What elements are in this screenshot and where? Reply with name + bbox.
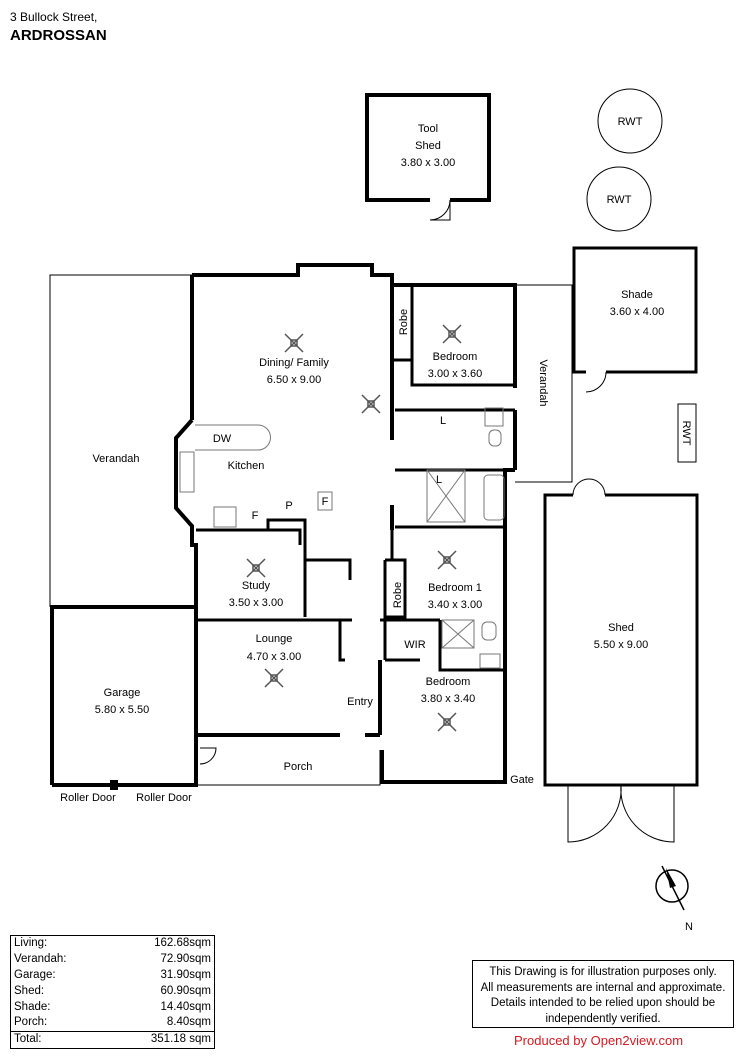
gate-label: Gate xyxy=(510,774,534,786)
credit-text: Produced by Open2view.com xyxy=(514,1033,684,1048)
verandah-left-label: Verandah xyxy=(92,453,139,465)
entry-label: Entry xyxy=(347,696,373,708)
shade-name: Shade xyxy=(621,289,653,301)
porch-outline xyxy=(195,735,381,786)
area-row-porch: Porch:8.40sqm xyxy=(14,1016,211,1029)
study-size: 3.50 x 3.00 xyxy=(229,597,283,609)
rwt-label-2: RWT xyxy=(607,194,632,206)
area-row-living: Living:162.68sqm xyxy=(14,937,211,949)
kitchen-label: Kitchen xyxy=(228,460,265,472)
shed-size: 5.50 x 9.00 xyxy=(594,639,648,651)
porch-label: Porch xyxy=(284,761,313,773)
rwt-tank-2 xyxy=(586,166,652,232)
tool-shed xyxy=(365,93,491,221)
suburb-title: ARDROSSAN xyxy=(10,27,107,44)
verandah-right-label: Verandah xyxy=(537,359,549,406)
area-row-total: Total:351.18 sqm xyxy=(11,1031,214,1048)
wir-label: WIR xyxy=(404,639,425,651)
bedroom1-size: 3.40 x 3.00 xyxy=(428,599,482,611)
laundry-label-2: L xyxy=(436,474,442,486)
robe-label-2: Robe xyxy=(392,582,404,608)
garage-size: 5.80 x 5.50 xyxy=(95,704,149,716)
roller-door-label-2: Roller Door xyxy=(136,792,192,804)
fan-icons xyxy=(246,324,462,732)
bedroom-bottom-size: 3.80 x 3.40 xyxy=(421,693,475,705)
fridge-label-2: F xyxy=(322,496,329,508)
compass-north-label: N xyxy=(685,921,693,933)
roller-door-label-1: Roller Door xyxy=(60,792,116,804)
area-row-shade: Shade:14.40sqm xyxy=(14,1000,211,1013)
garage-structure xyxy=(50,605,198,790)
bedroom1-name: Bedroom 1 xyxy=(428,582,482,594)
house-walls xyxy=(174,263,517,784)
area-row-verandah: Verandah:72.90sqm xyxy=(14,952,211,965)
kitchen-island xyxy=(179,424,333,528)
disclaimer-line-4: independently verified. xyxy=(545,1012,661,1025)
bathroom-fixtures xyxy=(426,407,505,669)
disclaimer-line-3: Details intended to be relied upon shoul… xyxy=(490,997,716,1009)
bedroom-top-name: Bedroom xyxy=(433,351,478,363)
dw-label: DW xyxy=(213,433,232,445)
dining-size: 6.50 x 9.00 xyxy=(267,374,321,386)
fridge-label-1: F xyxy=(252,510,259,522)
lounge-size: 4.70 x 3.00 xyxy=(247,651,301,663)
disclaimer-line-2: All measurements are internal and approx… xyxy=(480,981,726,994)
shade-size: 3.60 x 4.00 xyxy=(610,306,664,318)
compass-icon xyxy=(655,865,689,911)
bedroom-top-size: 3.00 x 3.60 xyxy=(428,368,482,380)
area-summary-table: Living:162.68sqm Verandah:72.90sqm Garag… xyxy=(10,935,215,1049)
address-line: 3 Bullock Street, xyxy=(10,10,98,24)
rwt-tank-3 xyxy=(677,403,697,463)
tool-shed-name-1: Tool xyxy=(418,123,438,135)
rwt-label-1: RWT xyxy=(618,116,643,128)
lounge-name: Lounge xyxy=(256,633,293,645)
disclaimer-line-1: This Drawing is for illustration purpose… xyxy=(489,966,717,978)
interior-walls xyxy=(196,285,515,672)
robe-label-1: Robe xyxy=(398,309,410,335)
area-row-shed: Shed:60.90sqm xyxy=(14,984,211,997)
rwt-label-3: RWT xyxy=(680,421,692,446)
tool-shed-size: 3.80 x 3.00 xyxy=(401,157,455,169)
study-name: Study xyxy=(242,580,271,592)
shade-structure xyxy=(572,246,698,393)
room-labels: Tool Shed 3.80 x 3.00 RWT RWT Shade 3.60… xyxy=(60,116,693,933)
disclaimer-box: This Drawing is for illustration purpose… xyxy=(472,960,734,1028)
rwt-tank-1 xyxy=(597,88,663,154)
dining-name: Dining/ Family xyxy=(259,357,329,369)
shed-name: Shed xyxy=(608,622,634,634)
area-row-garage: Garage:31.90sqm xyxy=(14,968,211,981)
garage-name: Garage xyxy=(104,687,141,699)
shed-structure xyxy=(543,478,699,843)
verandah-outline xyxy=(49,274,573,607)
pantry-label: P xyxy=(285,500,292,512)
bedroom-bottom-name: Bedroom xyxy=(426,676,471,688)
laundry-label-1: L xyxy=(440,415,446,427)
tool-shed-name-2: Shed xyxy=(415,140,441,152)
